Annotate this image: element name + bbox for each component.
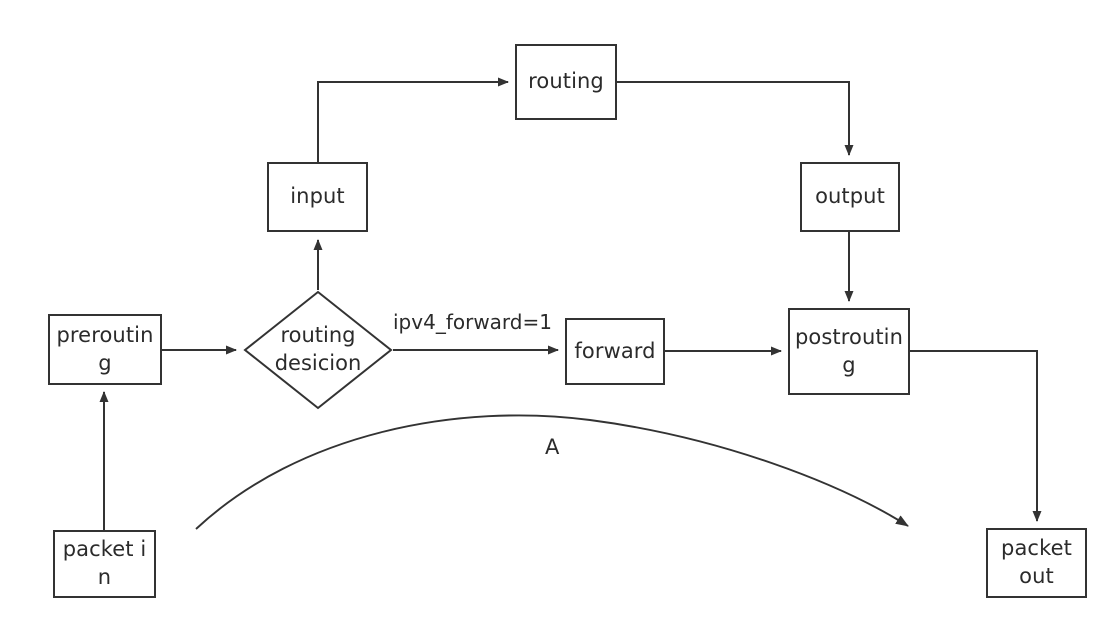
node-postrouting[interactable]: postrouting	[788, 308, 910, 395]
node-packet-out-label: packet out	[1001, 536, 1072, 588]
edge-postrouting-to-packetout	[910, 350, 1042, 522]
node-routing-decision[interactable]: routing desicion	[243, 290, 393, 410]
diamond-shape	[243, 290, 393, 410]
node-packet-in-label: packet in	[62, 537, 147, 589]
node-forward[interactable]: forward	[565, 318, 665, 385]
edge-input-to-routing	[317, 77, 509, 162]
node-forward-label: forward	[574, 338, 656, 363]
edge-routing-to-output	[617, 81, 854, 156]
node-postrouting-label: postrouting	[794, 324, 904, 377]
node-output-label: output	[815, 184, 885, 209]
node-packet-out[interactable]: packet out	[986, 528, 1087, 598]
edge-label-ipv4-forward: ipv4_forward=1	[393, 310, 552, 334]
node-output[interactable]: output	[800, 162, 900, 232]
arc-label-a: A	[545, 435, 560, 459]
node-routing-label: routing	[528, 69, 604, 94]
node-prerouting-label: prerouting	[56, 322, 154, 375]
node-input[interactable]: input	[267, 162, 368, 232]
node-prerouting[interactable]: prerouting	[48, 314, 162, 385]
edge-arc-a	[195, 414, 909, 530]
node-routing[interactable]: routing	[515, 44, 617, 120]
node-packet-in[interactable]: packet in	[53, 530, 156, 598]
node-input-label: input	[290, 184, 345, 209]
